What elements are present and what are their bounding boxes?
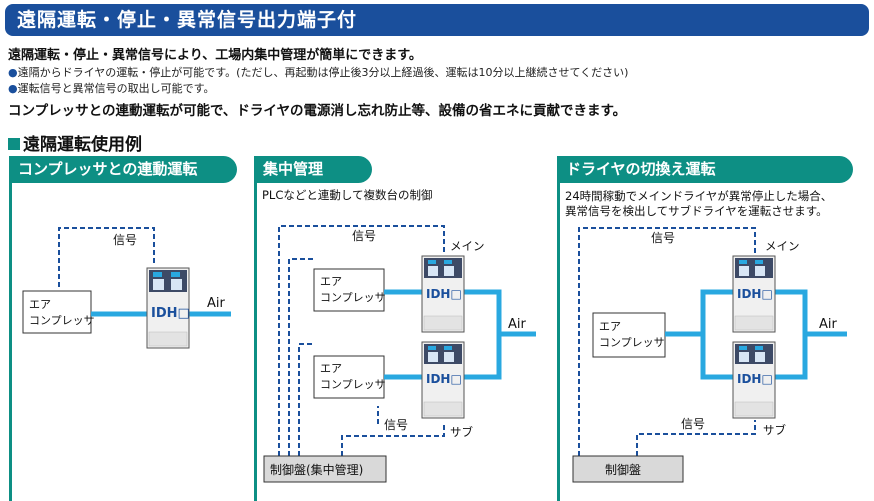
dryer-unit-sub	[421, 341, 465, 419]
signal-label: 信号	[352, 229, 376, 243]
panel-rule	[557, 156, 560, 501]
main-label: メイン	[450, 239, 485, 253]
dryer-label: IDH□	[426, 287, 462, 301]
sub-label: サブ	[763, 423, 786, 437]
controller-label: 制御盤(集中管理)	[270, 462, 363, 477]
signal-label: 信号	[384, 418, 408, 432]
signal-label: 信号	[113, 233, 137, 247]
signal-line	[578, 227, 756, 456]
intro-lead: 遠隔運転・停止・異常信号により、工場内集中管理が簡単にできます。	[8, 48, 422, 63]
controller-label: 制御盤	[605, 462, 641, 477]
dryer-label: IDH□	[737, 287, 773, 301]
signal-line	[636, 420, 756, 456]
section-heading: 遠隔運転使用例	[8, 130, 142, 155]
compressor-label-line: コンプレッサ	[320, 291, 386, 304]
panel-title: 集中管理	[254, 156, 372, 183]
dryer-label: IDH□	[151, 306, 190, 321]
panel-rule	[254, 156, 257, 501]
panel-title: コンプレッサとの連動運転	[9, 156, 237, 183]
dryer-unit-main	[421, 255, 465, 333]
square-bullet-icon	[8, 138, 20, 150]
signal-label: 信号	[651, 231, 675, 245]
panel-switchover: ドライヤの切換え運転 24時間稼動でメインドライヤが異常停止した場合、 異常信号…	[557, 156, 869, 501]
compressor-label-line: コンプレッサ	[599, 336, 665, 349]
bullet-dot-icon: ●	[8, 66, 18, 79]
compressor-box	[313, 355, 385, 399]
compressor-label-line: エア	[29, 298, 51, 311]
dryer-label: IDH□	[426, 372, 462, 386]
section-heading-text: 遠隔運転使用例	[23, 135, 142, 155]
air-label: Air	[207, 296, 226, 311]
compressor-label-line: コンプレッサ	[29, 314, 95, 327]
compressor-label-line: エア	[320, 275, 342, 288]
air-line	[700, 289, 733, 380]
switchover-diagram: 信号 信号 エア コンプレッサ Air IDH□ メイン	[572, 227, 847, 483]
air-line	[775, 289, 808, 380]
bullet-dot-icon: ●	[8, 82, 18, 95]
signal-line	[298, 343, 314, 456]
signal-label: 信号	[681, 417, 705, 431]
panel-description-line: 24時間稼動でメインドライヤが異常停止した場合、	[565, 189, 833, 203]
compressor-box	[313, 268, 385, 312]
compressor-label-line: コンプレッサ	[320, 378, 386, 391]
compressor-label-line: エア	[599, 320, 621, 333]
dryer-label: IDH□	[737, 372, 773, 386]
signal-line	[278, 225, 445, 456]
central-control-diagram: 信号 信号 エア コンプレッサ エア コンプレッサ Air IDH□ メイン	[263, 225, 536, 483]
compressor-label-line: エア	[320, 362, 342, 375]
page-title: 遠隔運転・停止・異常信号出力端子付	[5, 4, 869, 36]
panel-description: PLCなどと連動して複数台の制御	[262, 188, 433, 202]
dryer-unit-main	[732, 255, 776, 333]
intro-bullet: ●運転信号と異常信号の取出し可能です。	[8, 80, 215, 96]
panel-rule	[9, 156, 12, 501]
panel-title: ドライヤの切換え運転	[557, 156, 853, 183]
intro-bullet-text: 遠隔からドライヤの運転・停止が可能です。(ただし、再起動は停止後3分以上経過後、…	[17, 66, 629, 79]
main-label: メイン	[765, 239, 800, 253]
intro-bullet-text: 運転信号と異常信号の取出し可能です。	[17, 82, 215, 95]
air-label: Air	[508, 317, 527, 332]
sub-label: サブ	[450, 425, 473, 439]
compressor-box	[22, 290, 92, 334]
dryer-unit-sub	[732, 341, 776, 419]
dryer-unit	[146, 267, 190, 349]
air-line	[464, 289, 502, 380]
panel-description-line: 異常信号を検出してサブドライヤを運転させます。	[565, 204, 828, 218]
compressor-box	[592, 312, 666, 358]
panel-central-control: 集中管理 PLCなどと連動して複数台の制御 信号 信号 エア コンプレッサ エア…	[254, 156, 544, 501]
controller-box	[572, 455, 684, 483]
panel-interlock: コンプレッサとの連動運転 信号 エア コンプレッサ IDH□ Air	[9, 156, 241, 501]
signal-line	[341, 422, 445, 456]
controller-box	[263, 455, 387, 483]
signal-line	[288, 258, 314, 456]
interlock-diagram: 信号 エア コンプレッサ IDH□ Air	[22, 227, 231, 349]
air-label: Air	[819, 317, 838, 332]
intro-lead-2: コンプレッサとの連動運転が可能で、ドライヤの電源消し忘れ防止等、設備の省エネに貢…	[8, 103, 627, 119]
signal-line	[58, 227, 155, 287]
panel-description: 24時間稼動でメインドライヤが異常停止した場合、 異常信号を検出してサブドライヤ…	[565, 189, 832, 219]
intro-bullet: ●遠隔からドライヤの運転・停止が可能です。(ただし、再起動は停止後3分以上経過後…	[8, 64, 628, 80]
